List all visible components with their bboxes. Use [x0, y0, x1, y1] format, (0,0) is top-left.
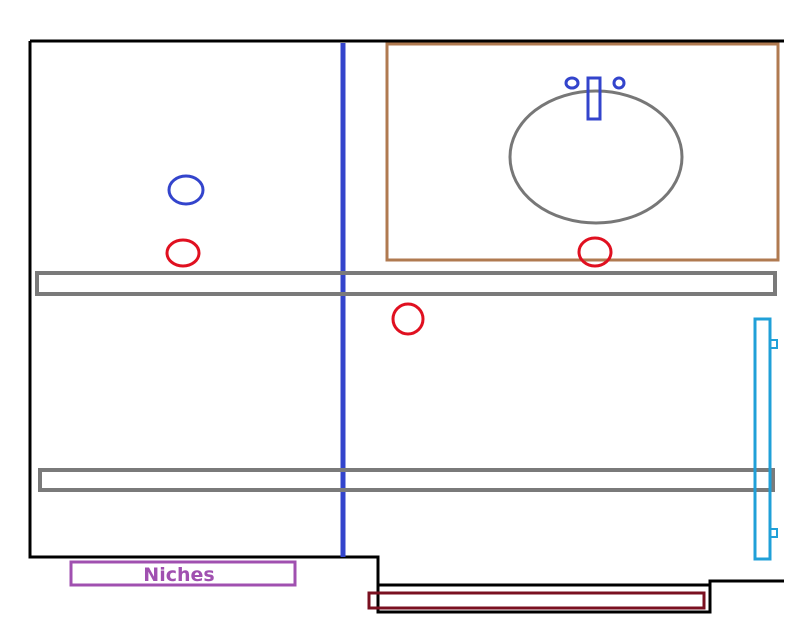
niches-label: Niches	[143, 564, 214, 586]
red-marker-left	[165, 238, 201, 268]
vanity-counter	[385, 42, 780, 262]
side-element-tab-bottom	[769, 528, 778, 538]
inner-corner-wall	[376, 557, 712, 614]
red-marker-center	[391, 302, 425, 336]
gray-bar-bottom	[38, 468, 775, 492]
side-element-tab-top	[769, 339, 778, 349]
shower-valve-icon	[167, 174, 205, 206]
faucet-icon	[564, 76, 626, 121]
niches-box	[69, 560, 297, 587]
side-element	[753, 317, 772, 561]
red-marker-vanity	[577, 236, 613, 268]
gray-bar-top	[35, 271, 777, 296]
door-threshold	[367, 591, 706, 610]
sink-basin	[508, 89, 684, 225]
